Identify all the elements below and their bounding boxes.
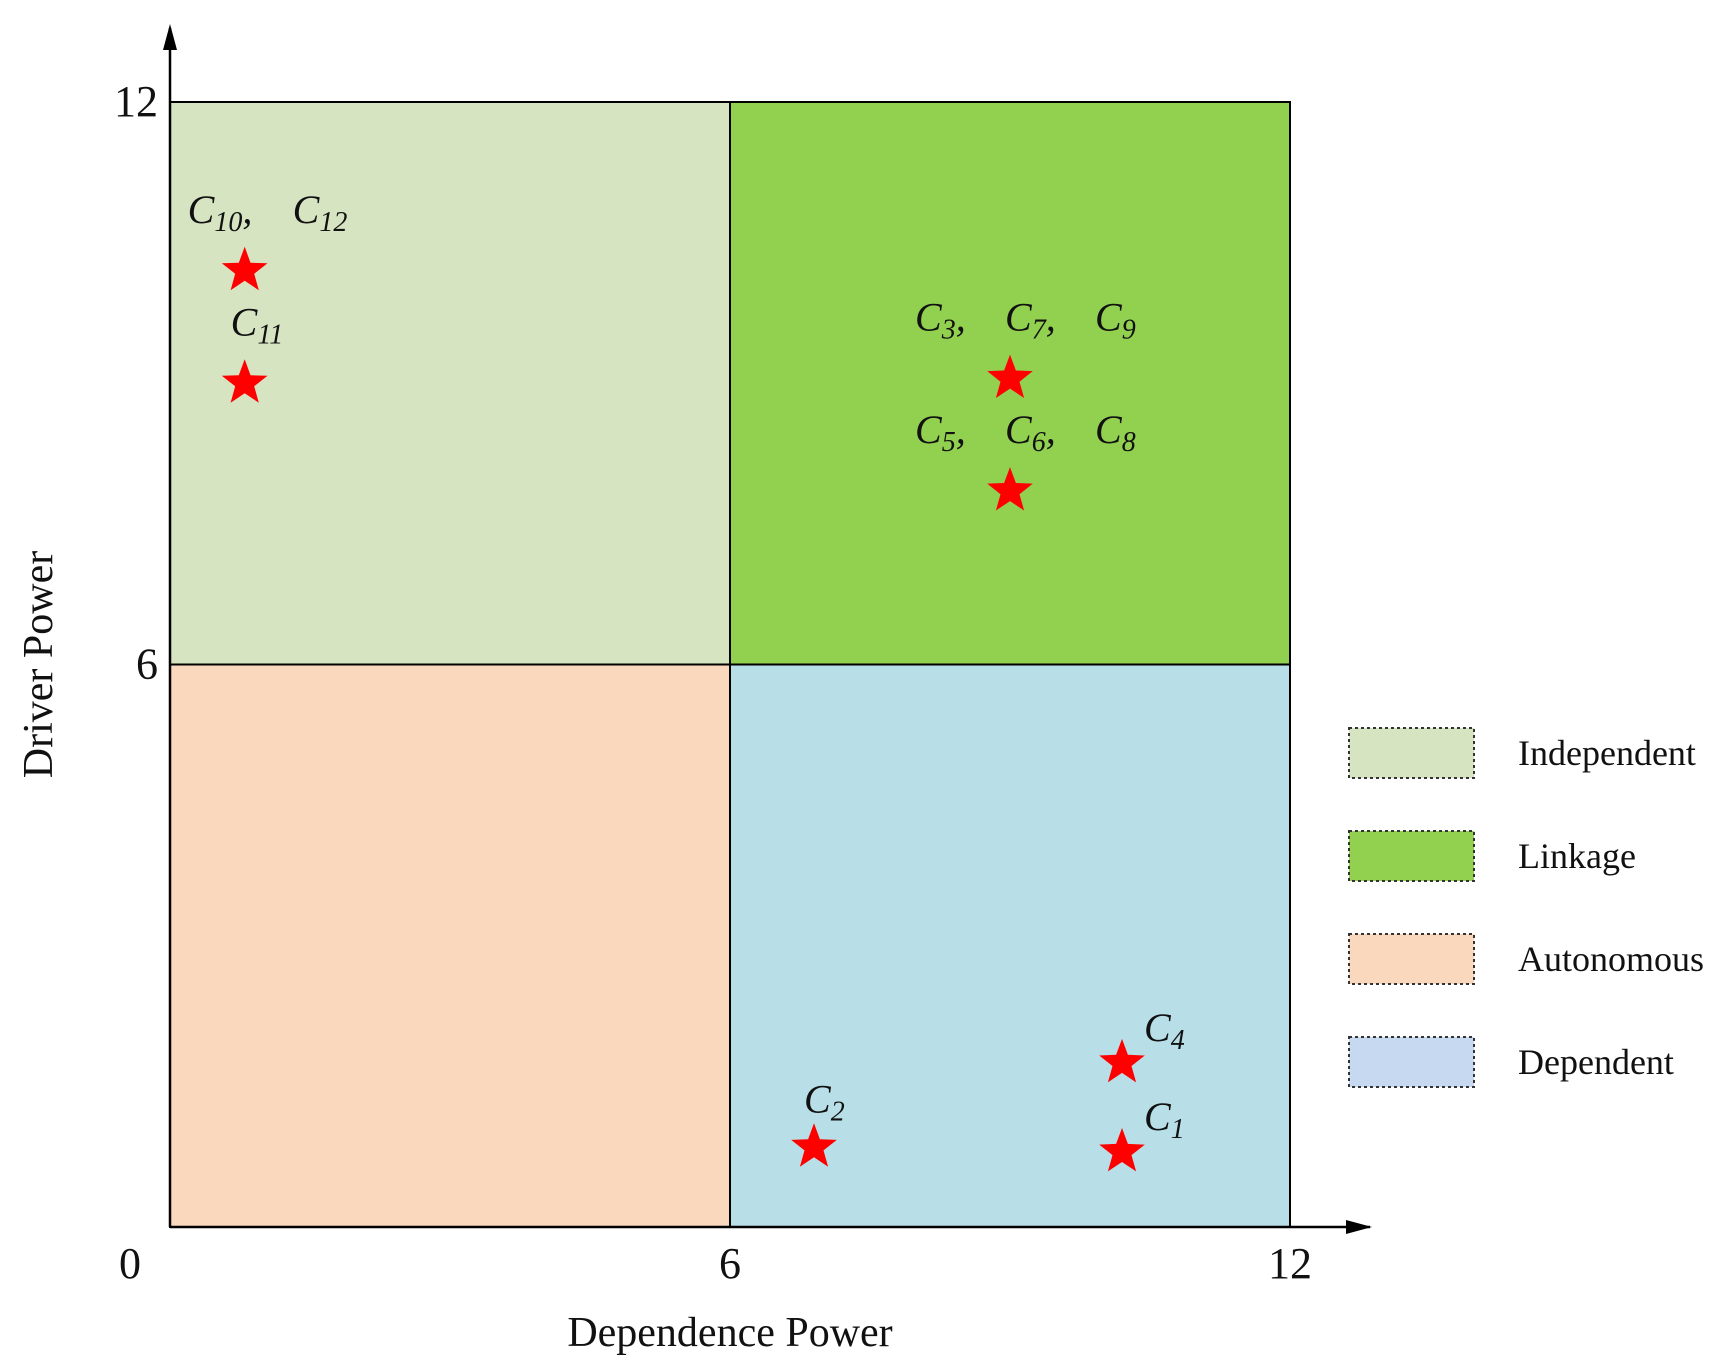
legend-swatch-dependent <box>1348 1036 1475 1088</box>
point-label: C7, <box>1005 295 1056 346</box>
point-label: C9 <box>1095 295 1136 346</box>
x-tick-label: 12 <box>1268 1239 1312 1288</box>
data-point-star <box>1099 1038 1145 1083</box>
x-tick-label: 0 <box>119 1239 141 1288</box>
point-label: C10, <box>188 187 253 238</box>
data-point-star <box>791 1123 837 1167</box>
point-label: C11 <box>231 299 284 350</box>
y-tick-label: 12 <box>114 77 158 126</box>
x-tick-label: 6 <box>719 1239 741 1288</box>
legend-label-autonomous: Autonomous <box>1518 939 1704 979</box>
point-label: C5, <box>915 407 966 458</box>
legend-label-dependent: Dependent <box>1518 1042 1674 1082</box>
x-axis-title: Dependence Power <box>567 1310 892 1356</box>
point-label: C12 <box>293 187 348 238</box>
quadrant-dependent <box>729 663 1291 1228</box>
legend-swatch-autonomous <box>1348 933 1475 985</box>
point-label: C6, <box>1005 407 1056 458</box>
legend-label-independent: Independent <box>1518 733 1696 773</box>
y-axis-title: Driver Power <box>16 551 62 778</box>
quadrant-independent <box>169 101 731 666</box>
x-axis-arrow <box>1346 1220 1372 1234</box>
point-label: C3, <box>915 295 966 346</box>
point-label: C8 <box>1095 407 1136 458</box>
data-point-star <box>221 246 268 291</box>
y-axis-arrow <box>163 24 177 50</box>
data-point-star <box>987 354 1033 398</box>
point-label: C4 <box>1144 1005 1185 1056</box>
point-label: C1 <box>1144 1094 1185 1145</box>
legend-swatch-linkage <box>1348 830 1475 882</box>
quadrant-autonomous <box>169 663 731 1228</box>
data-point-star <box>1099 1128 1145 1172</box>
data-point-star <box>987 467 1033 511</box>
quadrant-layer <box>169 101 1291 1228</box>
y-tick-label: 6 <box>136 640 158 689</box>
point-label: C2 <box>804 1076 845 1127</box>
legend-swatch-independent <box>1348 727 1475 779</box>
data-point-star <box>221 359 268 403</box>
legend-label-linkage: Linkage <box>1518 836 1636 876</box>
